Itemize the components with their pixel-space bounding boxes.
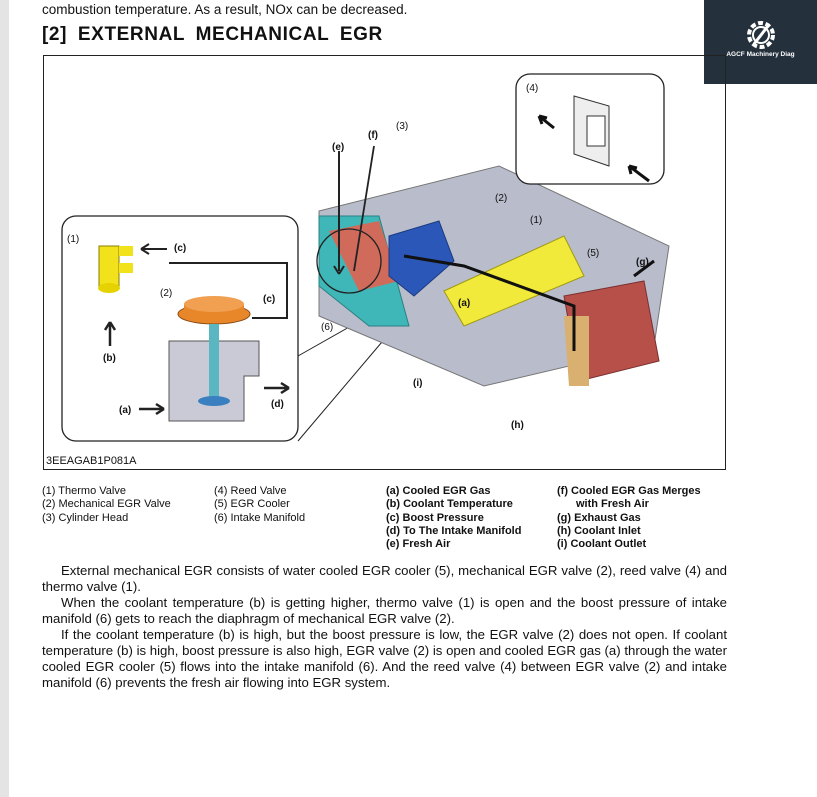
body-text-top: combustion temperature. As a result, NOx… — [42, 2, 408, 17]
callout-c-inset: (c) — [174, 243, 186, 254]
callout-2: (2) — [495, 193, 507, 204]
legend-col-1: (1) Thermo Valve (2) Mechanical EGR Valv… — [42, 485, 171, 525]
callout-5: (5) — [587, 248, 599, 259]
paragraph: External mechanical EGR consists of wate… — [42, 563, 727, 594]
thermo-valve — [98, 245, 120, 287]
legend-item: (4) Reed Valve — [214, 485, 287, 497]
callout-a: (a) — [458, 298, 470, 309]
callout-1: (1) — [530, 215, 542, 226]
legend-item: (a) Cooled EGR Gas — [386, 485, 491, 497]
callout-a-inset: (a) — [119, 405, 131, 416]
egr-cooler — [443, 235, 585, 327]
legend-item: (h) Coolant Inlet — [557, 524, 641, 537]
paragraph: If the coolant temperature (b) is high, … — [42, 627, 727, 690]
legend-item: (3) Cylinder Head — [42, 511, 129, 524]
callout-3: (3) — [396, 121, 408, 132]
legend-item: (f) Cooled EGR Gas Merges — [557, 485, 701, 497]
legend-col-4: (f) Cooled EGR Gas Merges with Fresh Air… — [557, 485, 701, 551]
legend-col-3: (a) Cooled EGR Gas (b) Coolant Temperatu… — [386, 485, 521, 551]
arrow-coolant — [103, 321, 117, 346]
legend-item: (d) To The Intake Manifold — [386, 524, 522, 537]
legend-item: (1) Thermo Valve — [42, 485, 126, 497]
callout-c-inset-2: (c) — [263, 294, 275, 305]
callout-h: (h) — [511, 420, 524, 431]
arrow-boost — [140, 243, 167, 255]
figure-id: 3EEAGAB1P081A — [46, 455, 137, 467]
description-text: External mechanical EGR consists of wate… — [42, 563, 727, 691]
legend-item: (b) Coolant Temperature — [386, 498, 513, 511]
callout-d-inset: (d) — [271, 399, 284, 410]
callout-4: (4) — [526, 83, 538, 94]
callout-g: (g) — [636, 257, 649, 268]
legend-item: (6) Intake Manifold — [214, 511, 306, 524]
legend-item: (5) EGR Cooler — [214, 498, 290, 511]
egr-diagram: (4) (3) (f) (e) (2) (1) (5) (g) (a) (6) … — [43, 55, 726, 470]
callout-6: (6) — [321, 322, 333, 333]
callout-i: (i) — [413, 378, 422, 389]
gear-wrench-icon — [747, 21, 775, 49]
callout-1-inset: (1) — [67, 234, 79, 245]
callout-2-inset: (2) — [160, 288, 172, 299]
callout-e: (e) — [332, 142, 344, 153]
logo-text: AGCF Machinery Diag — [726, 51, 795, 58]
legend-col-2: (4) Reed Valve (5) EGR Cooler (6) Intake… — [214, 485, 305, 525]
callout-b-inset: (b) — [103, 353, 116, 364]
diagram-illustration: (4) (3) (f) (e) (2) (1) (5) (g) (a) (6) … — [61, 73, 670, 442]
legend-item: (g) Exhaust Gas — [557, 511, 641, 524]
egr-gas-flow-arrow — [403, 254, 576, 351]
legend-item: (2) Mechanical EGR Valve — [42, 498, 171, 511]
legend-item: (c) Boost Pressure — [386, 511, 484, 524]
callout-f: (f) — [368, 130, 378, 141]
watermark-logo: AGCF Machinery Diag — [704, 0, 817, 84]
paragraph: When the coolant temperature (b) is gett… — [42, 595, 727, 626]
legend-item: (e) Fresh Air — [386, 538, 451, 551]
section-heading: [2] EXTERNAL MECHANICAL EGR — [42, 24, 383, 45]
legend-item: with Fresh Air — [576, 498, 649, 511]
page-margin — [0, 0, 9, 797]
legend-item: (i) Coolant Outlet — [557, 538, 647, 551]
